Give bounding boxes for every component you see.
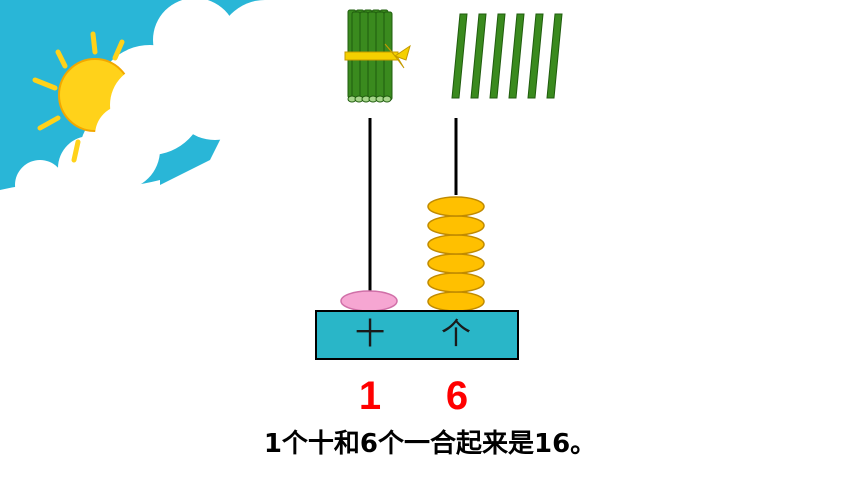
sun-icon [32,31,190,165]
ones-beads [427,196,485,312]
ones-bead [427,215,485,236]
stick-bundle-icon [344,9,411,103]
ribbon [344,51,399,61]
tens-bead [340,290,398,312]
ones-bead [427,291,485,312]
stick-icon [546,13,563,99]
stick-icon [470,13,487,99]
ones-bead [427,253,485,274]
tens-beads [340,290,398,312]
tens-place-label: 十 [355,317,385,352]
stick-icon [451,13,468,99]
ones-place-label: 个 [441,317,471,352]
stick-icon [508,13,525,99]
stick-end [382,95,392,103]
stick-icon [489,13,506,99]
tens-digit: 1 [358,374,382,418]
ones-bead [427,196,485,217]
stick-icon [527,13,544,99]
abacus-base [315,310,519,360]
ones-bead [427,234,485,255]
ones-digit: 6 [445,374,469,418]
sky-decoration [0,0,340,260]
ribbon-bow [384,43,411,69]
loose-sticks [451,13,563,99]
ones-bead [427,272,485,293]
summary-sentence: 1个十和6个一合起来是16。 [263,429,597,459]
